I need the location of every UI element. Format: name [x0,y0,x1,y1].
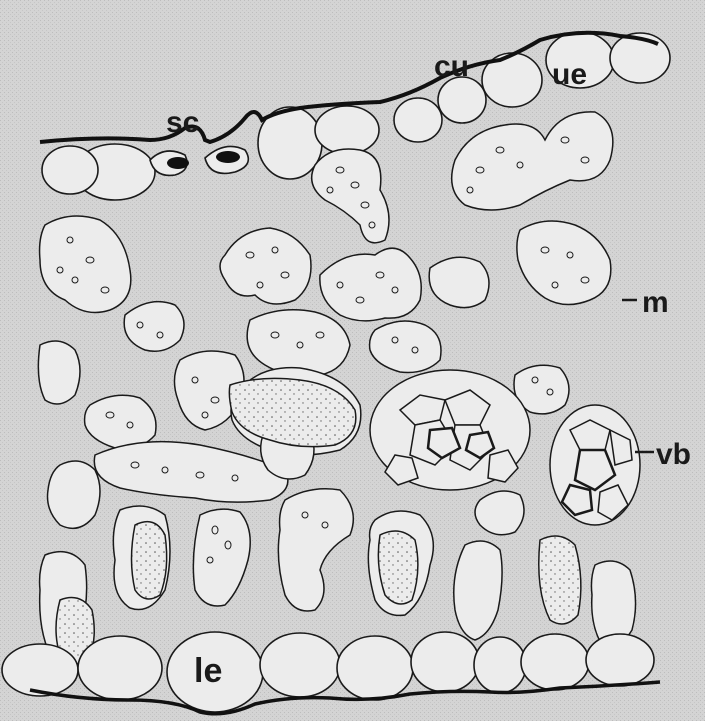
label-cu: cu [434,50,469,83]
label-vb: vb [656,438,691,471]
label-sc: sc [166,106,199,139]
label-le: le [194,652,222,690]
label-ue: ue [552,58,587,91]
vascular-bundle-right [550,405,640,525]
label-m: m [642,286,669,319]
vascular-bundle-left [370,370,530,490]
